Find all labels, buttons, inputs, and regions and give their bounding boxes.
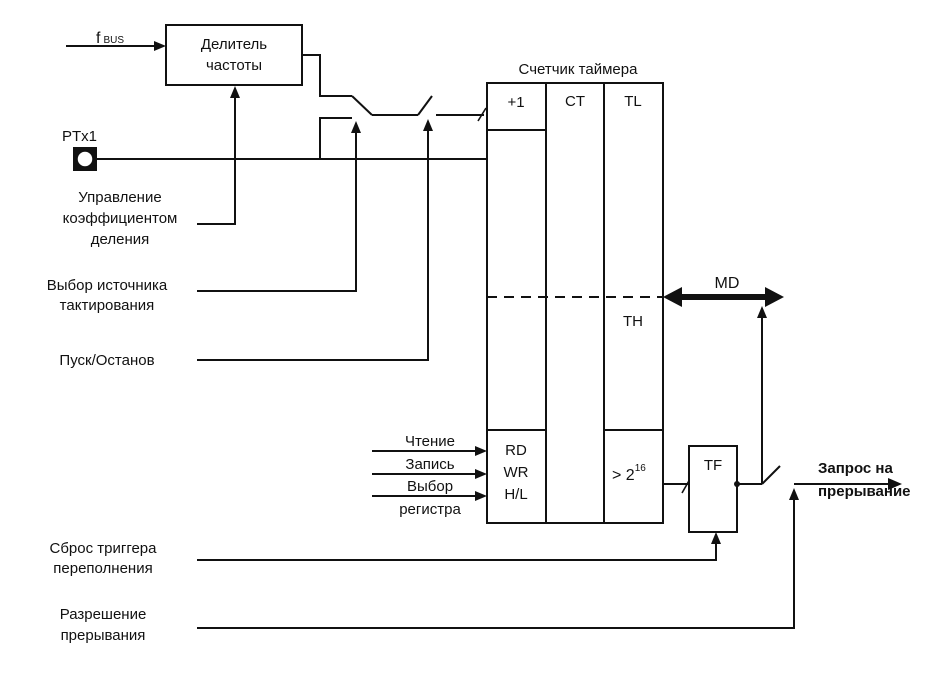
divider-box xyxy=(165,24,303,86)
clock-select-arrowhead xyxy=(351,121,361,133)
divider-control-arrowhead xyxy=(230,86,240,98)
interrupt-request-line1: Запрос на xyxy=(818,460,893,477)
bus-arrow-right xyxy=(765,287,784,307)
rd-code: RD xyxy=(505,442,527,459)
wr-code: WR xyxy=(504,464,529,481)
read-arrowhead xyxy=(475,446,487,456)
fbus-arrowhead xyxy=(154,41,166,51)
start-stop-label: Пуск/Останов xyxy=(59,352,154,369)
clock-select-line1: Выбор источника xyxy=(47,277,168,294)
start-stop-switch xyxy=(417,95,484,116)
divider-control-line3: деления xyxy=(91,231,149,248)
register-access-inputs: Чтение Запись Выбор регистра xyxy=(372,433,487,518)
overflow-label: > 216 xyxy=(612,463,646,484)
pin-hole xyxy=(76,150,94,168)
frequency-divider: Делитель частоты xyxy=(165,24,303,86)
ptx1-label: PTx1 xyxy=(62,128,97,145)
th-label: TH xyxy=(623,313,643,330)
increment-label: +1 xyxy=(507,94,524,111)
divider-control-line1: Управление xyxy=(78,189,161,206)
write-arrowhead xyxy=(475,469,487,479)
tf-box xyxy=(688,445,738,533)
clock-edge-mark xyxy=(477,107,487,122)
interrupt-request: Запрос на прерывание xyxy=(818,460,911,500)
clock-select-control: Выбор источника тактирования xyxy=(47,121,361,314)
tf-to-bus-arrowhead xyxy=(757,306,767,318)
interrupt-switch xyxy=(761,465,902,490)
tl-label: TL xyxy=(624,93,642,110)
start-stop-control: Пуск/Останов xyxy=(59,119,433,369)
divider-control-line2: коэффициентом xyxy=(63,210,178,227)
divider-label-line2: частоты xyxy=(206,57,262,74)
divider-label-line1: Делитель xyxy=(201,36,267,53)
clock-source-switch xyxy=(351,95,418,116)
select-label-line1: Выбор xyxy=(407,478,453,495)
read-label: Чтение xyxy=(405,433,455,450)
tf-flag: TF xyxy=(688,445,738,533)
overflow-reset-control: Сброс триггера переполнения xyxy=(49,532,721,577)
clock-select-line xyxy=(197,133,357,292)
timer-counter: Счетчик таймера +1 CT TL TH RD WR H/L > … xyxy=(486,61,664,524)
divider-control-line xyxy=(197,97,236,225)
start-stop-line xyxy=(197,131,429,361)
hl-code: H/L xyxy=(504,486,527,503)
divider-output-line xyxy=(302,54,352,97)
switch-blade xyxy=(351,95,373,116)
interrupt-output-arrowhead xyxy=(888,478,902,490)
interrupt-enable-line xyxy=(197,500,795,629)
ptx1-pin: PTx1 xyxy=(62,128,487,171)
select-label-line2: регистра xyxy=(399,501,461,518)
overflow-reset-line xyxy=(197,544,717,561)
md-label: MD xyxy=(715,275,740,292)
interrupt-enable-line2: прерывания xyxy=(61,627,146,644)
divider-control: Управление коэффициентом деления xyxy=(63,86,240,248)
counter-frame xyxy=(486,82,664,524)
interrupt-request-line2: прерывание xyxy=(818,483,911,500)
overflow-reset-arrowhead xyxy=(711,532,721,544)
interrupt-enable-line1: Разрешение xyxy=(60,606,147,623)
ct-label: CT xyxy=(565,93,585,110)
clock-into-counter xyxy=(477,107,487,122)
start-stop-arrowhead xyxy=(423,119,433,131)
bus-arrow-left xyxy=(663,287,682,307)
interrupt-switch-blade xyxy=(761,465,781,485)
md-bus: MD xyxy=(663,275,784,307)
pin-to-switch-line xyxy=(319,117,352,160)
select-arrowhead xyxy=(475,491,487,501)
tf-output-node xyxy=(734,481,740,487)
write-label: Запись xyxy=(405,456,454,473)
clock-select-line2: тактирования xyxy=(60,297,155,314)
start-stop-blade xyxy=(417,95,433,116)
overflow-reset-line2: переполнения xyxy=(53,560,152,577)
counter-title: Счетчик таймера xyxy=(519,61,639,78)
overflow-reset-line1: Сброс триггера xyxy=(49,540,157,557)
interrupt-enable-control: Разрешение прерывания xyxy=(60,488,799,644)
tf-label: TF xyxy=(704,457,722,474)
interrupt-enable-arrowhead xyxy=(789,488,799,500)
